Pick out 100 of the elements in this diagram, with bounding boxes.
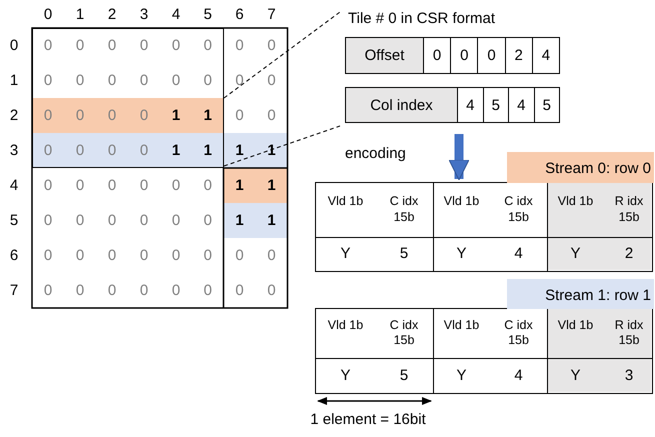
matrix-value: 0: [170, 283, 182, 298]
field-value: Y: [339, 245, 352, 264]
array-table: [345, 87, 560, 123]
array-value: 5: [484, 88, 509, 122]
field-header: R idx 15b: [614, 318, 644, 350]
matrix-value: 0: [42, 73, 54, 88]
matrix-value: 1: [266, 178, 277, 193]
matrix-value: 0: [74, 213, 86, 228]
matrix-value: 1: [202, 143, 213, 158]
matrix-value: 0: [42, 178, 54, 193]
array-value: 0: [424, 38, 452, 73]
array-value: 5: [542, 96, 552, 116]
matrix-value: 0: [138, 248, 150, 263]
matrix-value: 0: [234, 283, 245, 298]
row-index: 5: [8, 213, 20, 228]
matrix-value: 0: [42, 143, 54, 158]
row-index: 3: [8, 143, 20, 158]
column-index: 0: [42, 6, 54, 22]
matrix-value: 0: [202, 213, 213, 228]
column-index: 7: [266, 6, 277, 22]
column-index: 6: [234, 6, 245, 22]
matrix-value: 0: [234, 38, 245, 53]
array-value: 2: [506, 38, 533, 73]
row-index: 7: [8, 283, 20, 298]
matrix-value: 0: [106, 283, 118, 298]
array-value: 4: [540, 46, 552, 66]
matrix-value: 0: [234, 108, 245, 123]
field-header: C idx 15b: [388, 318, 420, 350]
matrix-value: 1: [234, 213, 245, 228]
matrix-value: 0: [74, 73, 86, 88]
field-value: 4: [513, 245, 524, 264]
array-value: 0: [478, 38, 506, 73]
stream-tag: Stream 1: row 1: [507, 279, 654, 309]
array-table: [345, 37, 560, 74]
matrix-value: 0: [170, 213, 182, 228]
matrix-value: 0: [138, 108, 150, 123]
field-value: Y: [455, 366, 468, 386]
field-value: Y: [569, 366, 582, 386]
array-value: 0: [451, 38, 478, 73]
field-value: Y: [339, 366, 352, 386]
field-value: Y: [569, 245, 582, 264]
field-value: 2: [624, 245, 634, 264]
matrix-value: 0: [138, 143, 150, 158]
matrix-value: 0: [106, 73, 118, 88]
matrix-value: 0: [106, 248, 118, 263]
matrix-value: 0: [42, 213, 54, 228]
matrix-value: 0: [106, 213, 118, 228]
matrix-value: 0: [170, 38, 182, 53]
matrix-value: 0: [106, 143, 118, 158]
matrix-value: 0: [138, 213, 150, 228]
field-header: Vld 1b: [556, 318, 594, 334]
matrix-value: 0: [138, 73, 150, 88]
dimension-label: 1 element = 16bit: [309, 412, 427, 426]
matrix-value: 1: [170, 143, 182, 158]
matrix-value: 0: [170, 73, 182, 88]
field-value: 5: [398, 245, 410, 264]
matrix-value: 1: [170, 108, 182, 123]
matrix-value: 0: [234, 248, 245, 263]
row-header: Offset: [346, 38, 424, 73]
matrix-value: 0: [266, 108, 277, 123]
matrix-value: 0: [106, 178, 118, 193]
column-index: 2: [106, 6, 118, 22]
column-index: 5: [202, 6, 213, 22]
row-index: 0: [8, 38, 20, 53]
matrix-value: 0: [42, 38, 54, 53]
field-header: C idx 15b: [503, 318, 534, 350]
field-header: Vld 1b: [326, 194, 364, 210]
field-header: C idx 15b: [503, 194, 534, 226]
group-heading: Tile # 0 in CSR format: [348, 11, 495, 26]
field-value: Y: [455, 245, 468, 264]
matrix-value: 0: [202, 248, 213, 263]
matrix-value: 0: [74, 108, 86, 123]
matrix-value: 0: [74, 143, 86, 158]
field-header: Vld 1b: [556, 194, 594, 210]
matrix-value: 0: [42, 248, 54, 263]
matrix-value: 0: [266, 283, 277, 298]
matrix-value: 0: [74, 283, 86, 298]
column-index: 4: [170, 6, 182, 22]
dashed-leader-line: [224, 12, 340, 98]
matrix-value: 0: [202, 73, 213, 88]
dashed-leader-line: [224, 126, 340, 166]
matrix-value: 0: [42, 108, 54, 123]
tile-outline: [32, 28, 224, 168]
field-header: C idx 15b: [388, 194, 420, 226]
row-header: Col index: [346, 88, 458, 122]
field-header: Vld 1b: [442, 318, 480, 334]
matrix-value: 0: [202, 38, 213, 53]
column-index: 1: [74, 6, 86, 22]
array-value: 4: [458, 88, 484, 122]
field-header: R idx 15b: [614, 194, 644, 226]
array-value: 4: [509, 88, 534, 122]
matrix-value: 0: [74, 178, 86, 193]
matrix-value: 0: [170, 248, 182, 263]
matrix-value: 0: [42, 283, 54, 298]
field-value: 5: [398, 366, 410, 386]
matrix-value: 1: [202, 108, 213, 123]
field-header: Vld 1b: [326, 318, 364, 334]
matrix-value: 0: [74, 38, 86, 53]
stream-tag: Stream 0: row 0: [507, 152, 654, 183]
column-index: 3: [138, 6, 150, 22]
